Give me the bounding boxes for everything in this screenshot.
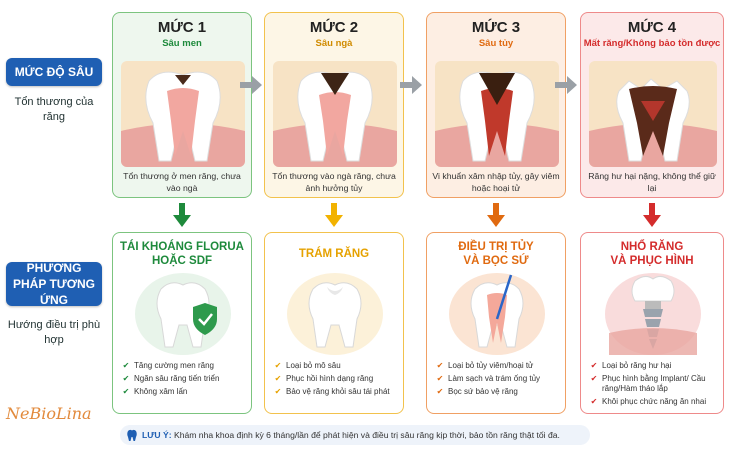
treatment-card-4: NHỔ RĂNG VÀ PHỤC HÌNH ✔Loại bỏ răng hư h… bbox=[580, 232, 724, 414]
check-icon: ✔ bbox=[122, 361, 130, 370]
list-item: ✔Loại bỏ mô sâu bbox=[274, 361, 341, 370]
tooth-severe-damage-image bbox=[589, 61, 717, 167]
list-item: ✔Bọc sứ bảo vệ răng bbox=[436, 387, 518, 396]
check-icon: ✔ bbox=[122, 387, 130, 396]
level-card-3: MỨC 3 Sâu tủy Vi khuẩn xâm nhập tủy, gây… bbox=[426, 12, 566, 198]
treatment-title-line1: ĐIỀU TRỊ TỦY bbox=[458, 241, 534, 253]
level-card-2: MỨC 2 Sâu ngà Tổn thương vào ngà răng, c… bbox=[264, 12, 404, 198]
treatment-title-line2: VÀ PHỤC HÌNH bbox=[610, 255, 694, 267]
treatment-title: NHỔ RĂNG VÀ PHỤC HÌNH bbox=[581, 239, 723, 269]
tooth-enamel-caries-image bbox=[121, 61, 245, 167]
level-description: Tổn thương ở men răng, chưa vào ngà bbox=[123, 171, 241, 193]
treatment-card-2: TRÁM RĂNG ✔Loại bỏ mô sâu ✔Phục hồi hình… bbox=[264, 232, 404, 414]
arrow-right-icon bbox=[555, 76, 577, 94]
file-instrument bbox=[495, 274, 513, 320]
tooth-pulp-caries-image bbox=[435, 61, 559, 167]
level-subtitle: Sâu tủy bbox=[478, 38, 514, 49]
note-text: Khám nha khoa định kỳ 6 tháng/lần để phá… bbox=[173, 430, 560, 440]
brand-logo: NeBioLina bbox=[6, 404, 92, 423]
list-item: ✔Bảo vệ răng khỏi sâu tái phát bbox=[274, 387, 390, 396]
treatment-card-1: TÁI KHOÁNG FLORUA HOẶC SDF ✔Tăng cường m… bbox=[112, 232, 252, 414]
list-item: ✔Tăng cường men răng bbox=[122, 361, 214, 370]
level-card-1: MỨC 1 Sâu men Tổn thương ở men răng, chư… bbox=[112, 12, 252, 198]
treatment-title-line2: HOẶC SDF bbox=[151, 255, 213, 267]
level-title: MỨC 1 bbox=[157, 19, 207, 36]
level-subtitle: Sâu men bbox=[162, 38, 202, 49]
level-card-4: MỨC 4 Mất răng/Không bảo tồn được Răng h… bbox=[580, 12, 724, 198]
check-icon: ✔ bbox=[590, 374, 598, 383]
treatment-card-3: ĐIỀU TRỊ TỦY VÀ BỌC SỨ ✔Loại bỏ tủy viêm… bbox=[426, 232, 566, 414]
degree-description: Tổn thương của răng bbox=[14, 96, 94, 123]
list-item: ✔Khôi phục chức năng ăn nhai bbox=[590, 397, 707, 406]
implant-image bbox=[605, 273, 701, 355]
treatment-benefits-list: ✔Loại bỏ răng hư hại ✔Phục hình bằng Imp… bbox=[589, 361, 719, 410]
degree-label: MỨC ĐỘ SÂU bbox=[6, 58, 102, 86]
tooth-dentin-caries-image bbox=[273, 61, 397, 167]
arrow-down-icon bbox=[325, 203, 343, 227]
check-icon: ✔ bbox=[274, 374, 282, 383]
treatment-benefits-list: ✔Tăng cường men răng ✔Ngăn sâu răng tiến… bbox=[121, 361, 247, 400]
check-icon: ✔ bbox=[590, 361, 598, 370]
list-item: ✔Loại bỏ răng hư hại bbox=[590, 361, 672, 370]
arrow-right-icon bbox=[400, 76, 422, 94]
check-icon: ✔ bbox=[436, 387, 444, 396]
tooth-shield-image bbox=[135, 273, 231, 355]
tooth-icon bbox=[127, 429, 137, 441]
tooth-filling-image bbox=[287, 273, 383, 355]
list-item: ✔Phục hình bằng Implant/ Cầu răng/Hàm th… bbox=[590, 374, 706, 393]
arrow-down-icon bbox=[643, 203, 661, 227]
check-icon: ✔ bbox=[274, 387, 282, 396]
level-title: MỨC 3 bbox=[471, 19, 521, 36]
note-bar: LƯU Ý: Khám nha khoa định kỳ 6 tháng/lần… bbox=[120, 425, 590, 445]
check-icon: ✔ bbox=[590, 397, 598, 406]
check-icon: ✔ bbox=[274, 361, 282, 370]
arrow-down-icon bbox=[487, 203, 505, 227]
level-subtitle: Mất răng/Không bảo tồn được bbox=[583, 38, 721, 49]
method-description: Hướng điều trị phù hợp bbox=[7, 319, 101, 346]
check-icon: ✔ bbox=[122, 374, 130, 383]
root-canal-image bbox=[449, 273, 545, 355]
check-icon: ✔ bbox=[436, 361, 444, 370]
level-subtitle: Sâu ngà bbox=[315, 38, 353, 49]
treatment-title: ĐIỀU TRỊ TỦY VÀ BỌC SỨ bbox=[427, 239, 565, 269]
treatment-title-line1: NHỔ RĂNG bbox=[620, 241, 684, 253]
arrow-down-icon bbox=[173, 203, 191, 227]
list-item: ✔Làm sạch và trám ống tủy bbox=[436, 374, 541, 383]
shield-icon bbox=[193, 303, 217, 335]
level-description: Răng hư hại nặng, không thể giữ lại bbox=[588, 171, 716, 193]
treatment-benefits-list: ✔Loại bỏ mô sâu ✔Phục hồi hình dạng răng… bbox=[273, 361, 399, 400]
list-item: ✔Phục hồi hình dạng răng bbox=[274, 374, 374, 383]
level-title: MỨC 2 bbox=[309, 19, 359, 36]
method-label: PHƯƠNG PHÁP TƯƠNG ỨNG bbox=[6, 261, 102, 307]
treatment-title-line1: TÁI KHOÁNG FLORUA bbox=[120, 241, 244, 253]
treatment-title: TÁI KHOÁNG FLORUA HOẶC SDF bbox=[113, 239, 251, 269]
list-item: ✔Không xâm lấn bbox=[122, 387, 188, 396]
treatment-title: TRÁM RĂNG bbox=[265, 239, 403, 269]
treatment-title-line1: TRÁM RĂNG bbox=[298, 248, 370, 260]
arrow-right-icon bbox=[240, 76, 262, 94]
level-description: Tổn thương vào ngà răng, chưa ảnh hưởng … bbox=[272, 171, 396, 193]
list-item: ✔Loại bỏ tủy viêm/hoại tử bbox=[436, 361, 534, 370]
note-label: LƯU Ý: bbox=[142, 430, 172, 440]
treatment-title-line2: VÀ BỌC SỨ bbox=[463, 255, 529, 267]
treatment-benefits-list: ✔Loại bỏ tủy viêm/hoại tử ✔Làm sạch và t… bbox=[435, 361, 561, 400]
level-title: MỨC 4 bbox=[627, 19, 677, 36]
list-item: ✔Ngăn sâu răng tiến triển bbox=[122, 374, 220, 383]
check-icon: ✔ bbox=[436, 374, 444, 383]
level-description: Vi khuẩn xâm nhập tủy, gây viêm hoặc hoạ… bbox=[432, 171, 560, 193]
